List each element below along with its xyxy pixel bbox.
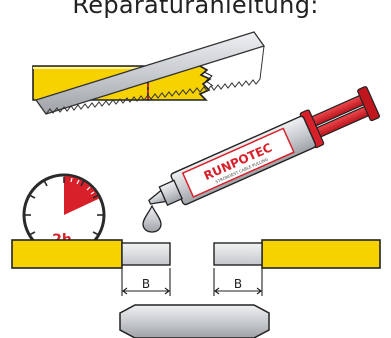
page-title: Reparaturanleitung: (72, 0, 319, 19)
sawing-step (32, 31, 266, 115)
dimension-right-label: B (234, 277, 242, 291)
glue-drop (142, 204, 162, 233)
saw-blade (34, 31, 266, 115)
left-rod (11, 239, 171, 269)
dimension-left-label: B (142, 277, 150, 291)
elapsed-wedge (64, 176, 100, 215)
dimension-right (213, 268, 263, 296)
glue-syringe: RUNPOTEC STRONGEST CABLE PULLING (148, 86, 380, 207)
repair-sleeve (119, 304, 270, 338)
dimension-left (121, 268, 171, 296)
right-rod (213, 239, 381, 269)
